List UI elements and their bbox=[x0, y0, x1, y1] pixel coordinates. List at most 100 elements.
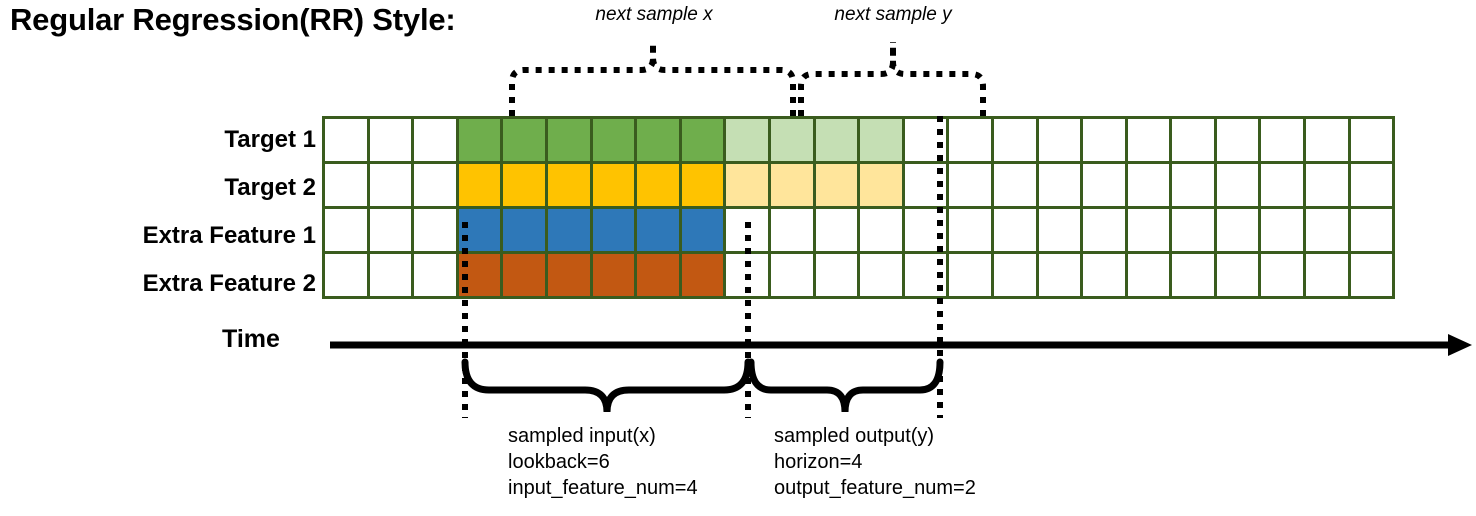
grid-cell bbox=[589, 116, 638, 164]
grid-cell bbox=[678, 206, 727, 254]
grid-cell bbox=[322, 251, 370, 299]
grid-cell bbox=[589, 206, 638, 254]
grid-cell bbox=[812, 251, 861, 299]
grid-cell bbox=[1124, 161, 1173, 209]
grid-cell bbox=[1169, 116, 1217, 164]
grid-cell bbox=[1303, 206, 1351, 254]
caption-input-line2: lookback=6 bbox=[508, 451, 610, 473]
grid-cell bbox=[767, 161, 816, 209]
grid-cell bbox=[322, 116, 370, 164]
grid-cell bbox=[723, 116, 771, 164]
grid-cell bbox=[1258, 116, 1307, 164]
grid-cell bbox=[1347, 251, 1396, 299]
grid-cell bbox=[366, 206, 415, 254]
grid-cell bbox=[1035, 116, 1084, 164]
timeline-grid bbox=[322, 116, 1396, 299]
grid-cell bbox=[455, 116, 504, 164]
grid-cell bbox=[322, 161, 370, 209]
grid-cell bbox=[500, 116, 548, 164]
caption-output-line3: output_feature_num=2 bbox=[774, 477, 976, 499]
dotted-brace-x bbox=[509, 42, 796, 116]
grid-cell bbox=[812, 206, 861, 254]
grid-cell bbox=[946, 161, 994, 209]
grid-cell bbox=[767, 116, 816, 164]
grid-cell bbox=[946, 116, 994, 164]
grid-cell bbox=[500, 251, 548, 299]
time-axis-arrow bbox=[330, 334, 1472, 356]
grid-cell bbox=[589, 161, 638, 209]
grid-cell bbox=[589, 251, 638, 299]
time-axis-label: Time bbox=[222, 325, 280, 353]
grid-cell bbox=[1169, 161, 1217, 209]
grid-cell bbox=[767, 251, 816, 299]
grid-cell bbox=[411, 251, 459, 299]
grid-cell bbox=[1080, 161, 1128, 209]
grid-cell bbox=[411, 206, 459, 254]
grid-cell bbox=[1169, 251, 1217, 299]
grid-cell bbox=[678, 116, 727, 164]
grid-cell bbox=[901, 251, 950, 299]
grid-cell bbox=[634, 161, 682, 209]
annotation-next-sample-x: next sample x bbox=[595, 4, 713, 25]
row-label-target-2: Target 2 bbox=[224, 174, 316, 201]
grid-row-extra-feature-1 bbox=[322, 206, 1396, 254]
grid-cell bbox=[1035, 161, 1084, 209]
grid-cell bbox=[990, 206, 1039, 254]
grid-cell bbox=[723, 251, 771, 299]
annotation-next-sample-y: next sample y bbox=[834, 4, 952, 25]
grid-cell bbox=[1124, 206, 1173, 254]
grid-cell bbox=[1303, 116, 1351, 164]
brace-sampled-output bbox=[747, 358, 944, 413]
grid-cell bbox=[1303, 161, 1351, 209]
grid-cell bbox=[544, 206, 593, 254]
caption-output-line2: horizon=4 bbox=[774, 451, 863, 473]
grid-cell bbox=[1258, 161, 1307, 209]
grid-cell bbox=[411, 161, 459, 209]
grid-cell bbox=[857, 206, 905, 254]
grid-cell bbox=[455, 161, 504, 209]
grid-cell bbox=[544, 116, 593, 164]
grid-cell bbox=[1347, 206, 1396, 254]
caption-input-line3: input_feature_num=4 bbox=[508, 477, 698, 499]
page-title: Regular Regression(RR) Style: bbox=[10, 2, 456, 37]
grid-cell bbox=[544, 161, 593, 209]
caption-sampled-input: sampled input(x) lookback=6 input_featur… bbox=[508, 423, 698, 501]
grid-row-extra-feature-2 bbox=[322, 251, 1396, 299]
grid-cell bbox=[990, 116, 1039, 164]
grid-cell bbox=[322, 206, 370, 254]
grid-cell bbox=[1035, 206, 1084, 254]
grid-cell bbox=[1258, 206, 1307, 254]
grid-cell bbox=[411, 116, 459, 164]
grid-cell bbox=[812, 161, 861, 209]
row-label-extra-feature-2: Extra Feature 2 bbox=[142, 270, 316, 297]
grid-cell bbox=[723, 161, 771, 209]
grid-cell bbox=[1213, 161, 1262, 209]
grid-cell bbox=[767, 206, 816, 254]
caption-output-line1: sampled output(y) bbox=[774, 425, 935, 447]
grid-cell bbox=[857, 161, 905, 209]
grid-cell bbox=[901, 206, 950, 254]
grid-cell bbox=[678, 161, 727, 209]
grid-cell bbox=[1347, 161, 1396, 209]
grid-cell bbox=[812, 116, 861, 164]
grid-cell bbox=[1124, 251, 1173, 299]
grid-cell bbox=[500, 161, 548, 209]
grid-cell bbox=[366, 116, 415, 164]
grid-cell bbox=[455, 251, 504, 299]
grid-cell bbox=[1303, 251, 1351, 299]
grid-cell bbox=[678, 251, 727, 299]
grid-cell bbox=[1347, 116, 1396, 164]
grid-cell bbox=[857, 251, 905, 299]
grid-cell bbox=[366, 161, 415, 209]
grid-cell bbox=[946, 251, 994, 299]
grid-cell bbox=[990, 161, 1039, 209]
row-label-target-1: Target 1 bbox=[224, 126, 316, 153]
grid-cell bbox=[946, 206, 994, 254]
grid-cell bbox=[1213, 251, 1262, 299]
grid-cell bbox=[634, 206, 682, 254]
row-label-extra-feature-1: Extra Feature 1 bbox=[142, 222, 316, 249]
caption-input-line1: sampled input(x) bbox=[508, 425, 656, 447]
grid-cell bbox=[544, 251, 593, 299]
dotted-brace-y bbox=[798, 42, 986, 116]
grid-cell bbox=[1213, 206, 1262, 254]
